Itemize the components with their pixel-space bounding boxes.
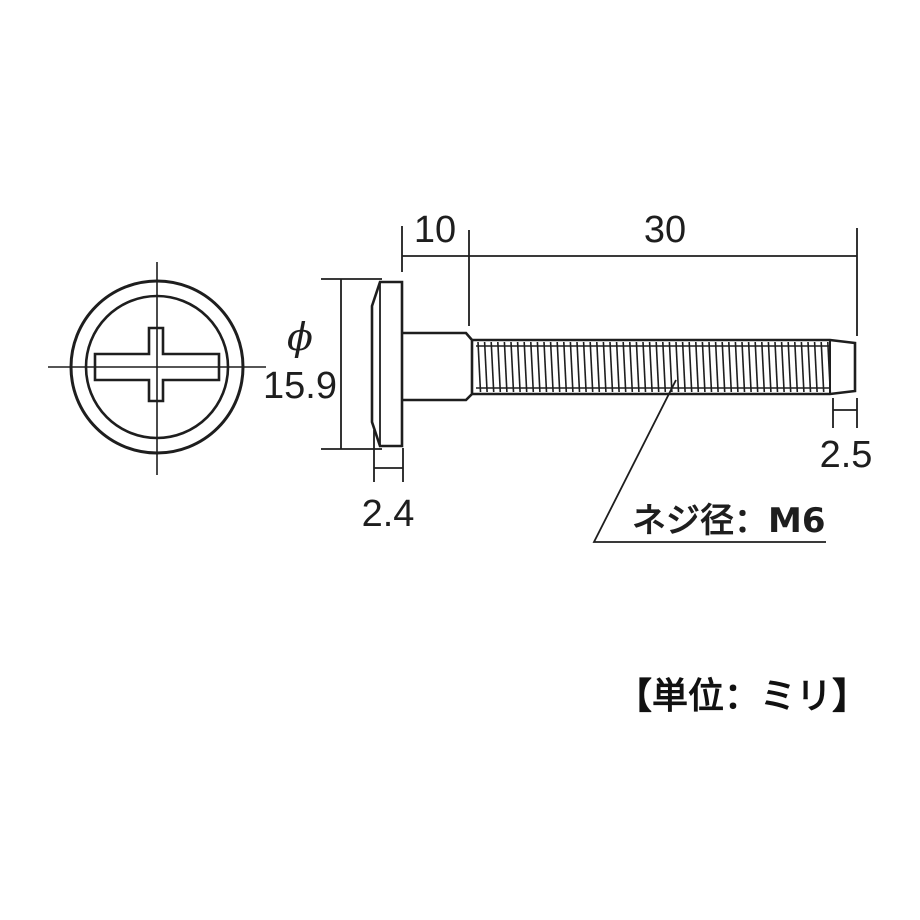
thread-crest-line <box>543 341 548 393</box>
thread-crest-line <box>503 341 508 393</box>
thread-crest-line <box>576 341 581 393</box>
thread-crest-line <box>787 341 792 393</box>
head-outer-circle <box>69 279 245 455</box>
head-front-view <box>48 262 266 475</box>
thread-crest-line <box>761 341 766 393</box>
screw-head-side <box>370 280 404 448</box>
thread-crest-line <box>662 341 667 393</box>
thread-crest-line <box>794 341 799 393</box>
thread-crest-line <box>675 341 680 393</box>
thread-crest-line <box>477 341 482 393</box>
thread-crest-line <box>490 341 495 393</box>
thread-crest-line <box>609 341 614 393</box>
dimension-tip <box>832 398 858 428</box>
tip-length-label: 2.5 <box>820 434 873 476</box>
thread-crest-line <box>741 341 746 393</box>
thread-crest-line <box>556 341 561 393</box>
thread-crest-line <box>549 341 554 393</box>
thread-crest-line <box>714 341 719 393</box>
dimension-head-thickness <box>373 430 404 482</box>
head-inner-circle <box>84 294 230 440</box>
thread-crest-line <box>569 341 574 393</box>
thread-crest-line <box>767 341 772 393</box>
thread-crest-line <box>523 341 528 393</box>
screw-neck <box>402 331 474 402</box>
thread-crest-line <box>734 341 739 393</box>
dimension-length <box>401 226 858 336</box>
thread-crest-line <box>635 341 640 393</box>
unit-note: 【単位：ミリ】 <box>616 676 868 717</box>
thread-crest-line <box>800 341 805 393</box>
thread-crest-line <box>774 341 779 393</box>
thread-crest-line <box>563 341 568 393</box>
thread-crest-line <box>780 341 785 393</box>
thread-crest-line <box>655 341 660 393</box>
thread-crest-line <box>589 341 594 393</box>
thread-length-label: 30 <box>644 209 686 251</box>
head-diameter-label: 15.9 <box>263 365 337 407</box>
neck-length-label: 10 <box>414 209 456 251</box>
screw-thread-body <box>472 338 857 396</box>
thread-crest-line <box>648 341 653 393</box>
thread-crest-line <box>615 341 620 393</box>
leader-line <box>592 379 826 543</box>
thread-crest-line <box>747 341 752 393</box>
thread-crest-line <box>483 341 488 393</box>
head-thickness-label: 2.4 <box>362 493 415 535</box>
thread-crest-line <box>813 341 818 393</box>
thread-crest-line <box>536 341 541 393</box>
thread-crest-line <box>582 341 587 393</box>
thread-note-leader <box>592 379 826 543</box>
thread-crest-line <box>688 341 693 393</box>
thread-crest-line <box>728 341 733 393</box>
thread-crest-line <box>642 341 647 393</box>
thread-crest-line <box>807 341 812 393</box>
thread-crest-line <box>681 341 686 393</box>
thread-crest-line <box>596 341 601 393</box>
thread-crest-line <box>721 341 726 393</box>
thread-crest-line <box>754 341 759 393</box>
thread-crest-line <box>695 341 700 393</box>
thread-crest-line <box>629 341 634 393</box>
thread-crest-line <box>708 341 713 393</box>
dimension-head-diameter <box>321 278 382 450</box>
thread-crest-line <box>668 341 673 393</box>
thread-size-note: ネジ径：M6 <box>632 501 826 541</box>
thread-crest-line <box>510 341 515 393</box>
screw-side-view <box>370 280 857 448</box>
thread-crest-line <box>516 341 521 393</box>
screw-thread-lines <box>477 341 832 393</box>
phillips-cross-recess <box>93 326 221 403</box>
thread-crest-line <box>701 341 706 393</box>
thread-crest-line <box>827 341 832 393</box>
thread-crest-line <box>497 341 502 393</box>
thread-crest-line <box>622 341 627 393</box>
thread-crest-line <box>820 341 825 393</box>
thread-crest-line <box>602 341 607 393</box>
phi-symbol: ϕ <box>287 315 313 359</box>
thread-crest-line <box>530 341 535 393</box>
